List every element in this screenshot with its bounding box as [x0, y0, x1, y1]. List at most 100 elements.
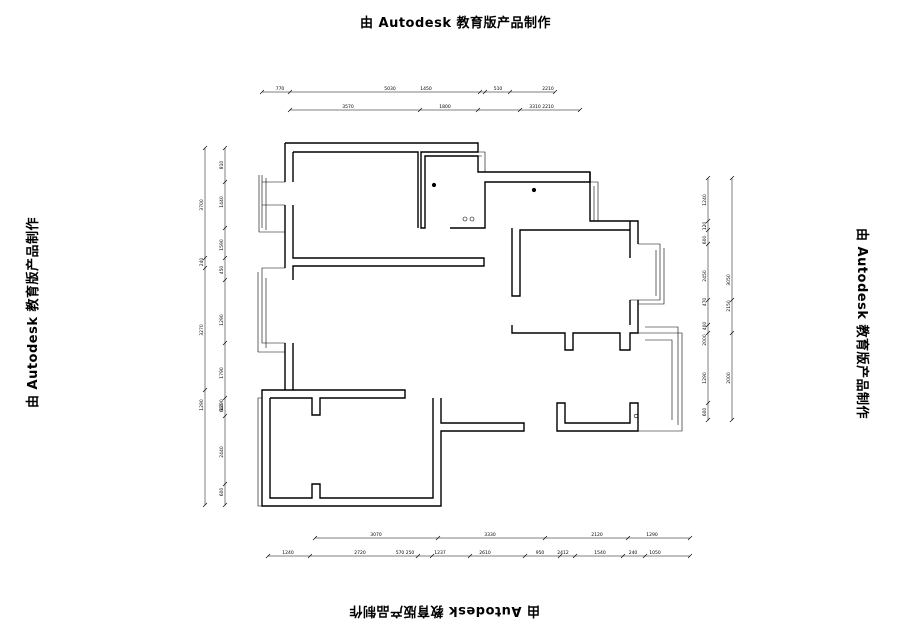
dimension-tick	[705, 400, 711, 406]
dimension-label: 3270	[199, 324, 205, 336]
dimension-tick	[222, 502, 228, 508]
dimension-tick	[705, 417, 711, 423]
dimension-tick	[222, 145, 228, 151]
dimension-tick	[625, 535, 631, 541]
dimension-tick	[705, 241, 711, 247]
dimension-tick	[517, 107, 523, 113]
dimension-tick	[557, 553, 563, 559]
dimension-tick	[222, 225, 228, 231]
dimension-tick	[552, 89, 558, 95]
dimension-tick	[475, 107, 481, 113]
dimension-tick	[202, 255, 208, 261]
dimension-tick	[307, 553, 313, 559]
dimension-label: 3570	[342, 104, 354, 110]
dimension-label: 5030	[384, 86, 396, 92]
windows	[257, 151, 683, 507]
dimension-tick	[202, 387, 208, 393]
dimension-tick	[705, 330, 711, 336]
dimension-tick	[705, 322, 711, 328]
dimension-tick	[542, 535, 548, 541]
dimension-label: 2000	[726, 372, 732, 384]
dimension-label: 2000	[702, 334, 708, 346]
dimension-label: 250	[406, 550, 415, 556]
dimension-label: 2440	[219, 446, 225, 458]
dimension-label: 1440	[219, 196, 225, 208]
dimension-tick	[522, 553, 528, 559]
dimension-tick	[202, 265, 208, 271]
dimension-label: 470	[702, 298, 708, 307]
dimension-tick	[705, 175, 711, 181]
dimension-label: 3070	[370, 532, 382, 538]
dimension-label: 1290	[219, 399, 225, 411]
dimension-label: 1450	[420, 86, 432, 92]
dimension-label: 570	[396, 550, 405, 556]
dimension-label: 240	[199, 258, 205, 267]
dimension-label: 2412	[557, 550, 569, 556]
dimension-tick	[265, 553, 271, 559]
dimension-ticks	[202, 89, 735, 559]
dimension-label: 1790	[219, 367, 225, 379]
dimension-label: 1240	[702, 194, 708, 206]
dimension-tick	[482, 89, 488, 95]
dimension-tick	[477, 89, 483, 95]
dimension-lines	[204, 91, 733, 557]
dimension-tick	[259, 89, 265, 95]
dimension-tick	[729, 175, 735, 181]
dimension-tick	[222, 481, 228, 487]
dimension-label: 1237	[434, 550, 446, 556]
dimension-label: 600	[702, 408, 708, 417]
dimension-label: 810	[219, 161, 225, 170]
dimension-tick	[620, 553, 626, 559]
dimension-tick	[429, 553, 435, 559]
dimension-label: 600	[219, 488, 225, 497]
dimension-tick	[729, 297, 735, 303]
dimension-tick	[222, 277, 228, 283]
dimension-tick	[222, 340, 228, 346]
dimension-label: 450	[219, 266, 225, 275]
watermark-top: 由 Autodesk 教育版产品制作	[360, 16, 552, 31]
dimension-tick	[705, 218, 711, 224]
walls	[261, 142, 639, 507]
dimension-tick	[729, 417, 735, 423]
dimension-label: 2210	[542, 86, 554, 92]
dimension-label: 1590	[219, 239, 225, 251]
dimension-label: 1800	[439, 104, 451, 110]
dimension-label: 2720	[354, 550, 366, 556]
dimension-label: 600	[219, 404, 225, 413]
dimension-tick	[415, 553, 421, 559]
dimension-tick	[312, 535, 318, 541]
dimension-label: 510	[494, 86, 503, 92]
dimension-label: 2120	[591, 532, 603, 538]
dimension-label: 2610	[479, 550, 491, 556]
dimension-label: 1290	[646, 532, 658, 538]
dimension-label: 2210	[542, 104, 554, 110]
dimension-label: 950	[536, 550, 545, 556]
dimension-tick	[705, 297, 711, 303]
dimension-tick	[705, 227, 711, 233]
dimension-label: 120	[702, 222, 708, 231]
dimension-tick	[202, 145, 208, 151]
dimension-tick	[642, 553, 648, 559]
dimension-label: 1240	[282, 550, 294, 556]
dimension-tick	[222, 395, 228, 401]
dimension-label: 1540	[594, 550, 606, 556]
dimension-tick	[417, 107, 423, 113]
dimension-tick	[467, 553, 473, 559]
dimension-label: 770	[276, 86, 285, 92]
dimension-tick	[577, 107, 583, 113]
dimension-label: 1290	[199, 399, 205, 411]
dimension-label: 1050	[649, 550, 661, 556]
dimension-label: 1290	[219, 314, 225, 326]
dimension-label: 2450	[702, 270, 708, 282]
dimension-tick	[287, 89, 293, 95]
dimension-label: 240	[629, 550, 638, 556]
dimension-tick	[222, 179, 228, 185]
dimension-label: 1290	[702, 372, 708, 384]
dimension-tick	[222, 255, 228, 261]
dimension-label: 600	[702, 236, 708, 245]
dimension-label: 3330	[484, 532, 496, 538]
dimension-tick	[687, 535, 693, 541]
dimension-tick	[435, 535, 441, 541]
dimension-label: 3050	[726, 274, 732, 286]
